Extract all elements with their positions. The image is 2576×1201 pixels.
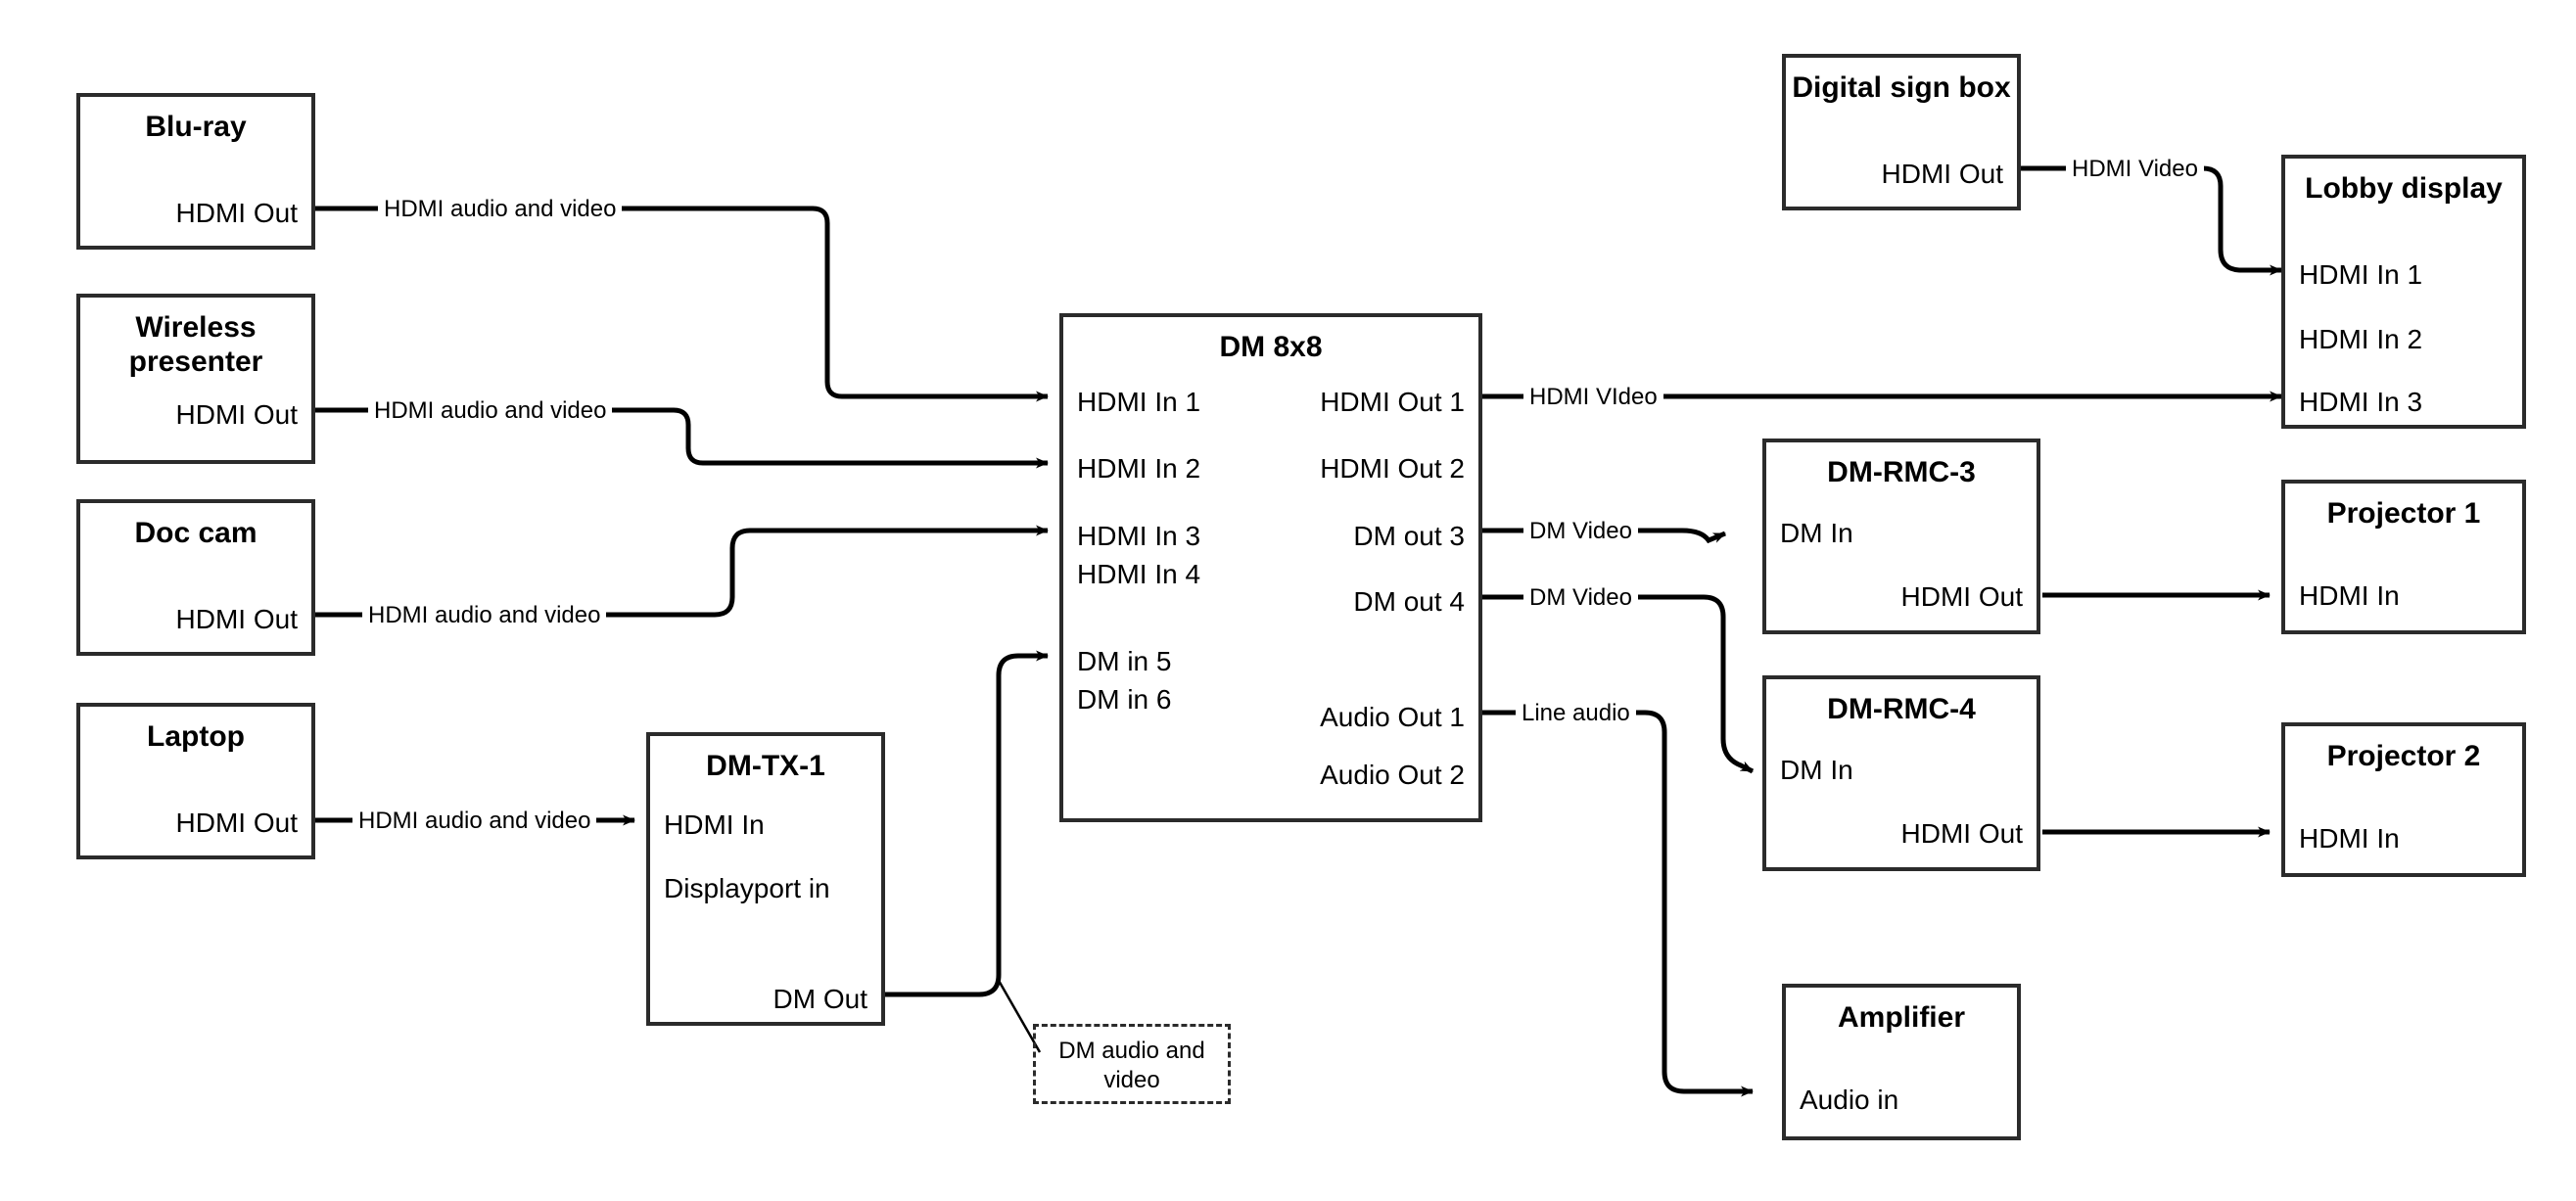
node-digital-sign-box-title: Digital sign box [1792, 71, 2011, 104]
port-bluray-hdmi-out: HDMI Out [175, 198, 298, 228]
node-lobby-display-title: Lobby display [2305, 172, 2503, 205]
note-dm-audio-and-video-text: DM audio and video [1058, 1038, 1205, 1093]
node-bluray-title: Blu-ray [145, 111, 247, 143]
port-dmtx1-dm-out: DM Out [773, 984, 867, 1014]
port-wireless-hdmi-out: HDMI Out [175, 399, 298, 430]
port-lobby-hdmi-in-2: HDMI In 2 [2299, 324, 2423, 354]
port-amplifier-audio-in: Audio in [1800, 1085, 1899, 1115]
node-dm-tx-1-title: DM-TX-1 [706, 750, 825, 782]
port-signbox-hdmi-out: HDMI Out [1881, 159, 2003, 189]
port-laptop-hdmi-out: HDMI Out [175, 808, 298, 838]
port-dm8x8-audio-out-2: Audio Out 2 [1320, 760, 1465, 790]
port-dm8x8-audio-out-1: Audio Out 1 [1320, 702, 1465, 732]
wire-label-dm-out-4: DM Video [1523, 585, 1638, 611]
port-rmc3-dm-in: DM In [1780, 518, 1853, 548]
node-dm-8x8-title: DM 8x8 [1219, 331, 1323, 363]
node-digital-sign-box[interactable]: Digital sign box HDMI Out [1782, 54, 2021, 210]
wire-audio-out-1-to-amplifier [1482, 710, 1754, 1097]
node-dm-rmc-4-title: DM-RMC-4 [1827, 693, 1976, 725]
node-wireless-presenter-title: Wireless presenter [128, 311, 263, 378]
port-dm8x8-dm-in-6: DM in 6 [1077, 684, 1172, 715]
node-bluray[interactable]: Blu-ray HDMI Out [76, 93, 315, 250]
node-amplifier[interactable]: Amplifier Audio in [1782, 984, 2021, 1140]
port-doccam-hdmi-out: HDMI Out [175, 604, 298, 634]
node-projector-2[interactable]: Projector 2 HDMI In [2281, 722, 2526, 877]
node-doc-cam-title: Doc cam [134, 517, 258, 549]
port-dmtx1-hdmi-in: HDMI In [664, 809, 765, 840]
port-dm8x8-dm-in-5: DM in 5 [1077, 646, 1172, 676]
node-dm-8x8[interactable]: DM 8x8 HDMI In 1 HDMI In 2 HDMI In 3 HDM… [1059, 313, 1482, 822]
port-dm8x8-dm-out-3: DM out 3 [1353, 521, 1465, 551]
port-dm8x8-hdmi-out-1: HDMI Out 1 [1320, 387, 1465, 417]
wire-dmtx1-to-dm-in-5 [885, 650, 1049, 997]
node-amplifier-title: Amplifier [1837, 1001, 1966, 1034]
port-lobby-hdmi-in-1: HDMI In 1 [2299, 259, 2423, 290]
port-projector-2-hdmi-in: HDMI In [2299, 823, 2400, 854]
port-lobby-hdmi-in-3: HDMI In 3 [2299, 387, 2423, 417]
wire-bluray-to-hdmi-in-1 [315, 206, 1049, 402]
node-dm-rmc-3[interactable]: DM-RMC-3 DM In HDMI Out [1762, 439, 2040, 634]
wire-signbox-to-lobby-hdmi-in-1 [2021, 165, 2282, 276]
node-doc-cam[interactable]: Doc cam HDMI Out [76, 499, 315, 656]
node-laptop-title: Laptop [147, 720, 245, 753]
node-projector-2-title: Projector 2 [2326, 740, 2481, 772]
wire-label-laptop: HDMI audio and video [352, 808, 597, 834]
wire-label-wireless: HDMI audio and video [368, 398, 613, 424]
port-dm8x8-hdmi-in-1: HDMI In 1 [1077, 387, 1201, 417]
node-wireless-presenter[interactable]: Wireless presenter HDMI Out [76, 294, 315, 464]
port-dm8x8-hdmi-in-2: HDMI In 2 [1077, 453, 1201, 484]
note-dm-audio-and-video: DM audio and video [1033, 1024, 1231, 1104]
port-dm8x8-dm-out-4: DM out 4 [1353, 586, 1465, 617]
node-dm-tx-1[interactable]: DM-TX-1 HDMI In Displayport in DM Out [646, 732, 885, 1026]
node-lobby-display[interactable]: Lobby display HDMI In 1 HDMI In 2 HDMI I… [2281, 155, 2526, 429]
node-dm-rmc-4[interactable]: DM-RMC-4 DM In HDMI Out [1762, 675, 2040, 871]
node-projector-1-title: Projector 1 [2326, 497, 2481, 530]
port-rmc4-hdmi-out: HDMI Out [1900, 818, 2023, 849]
port-dm8x8-hdmi-in-4: HDMI In 4 [1077, 559, 1201, 589]
port-projector-1-hdmi-in: HDMI In [2299, 580, 2400, 611]
port-rmc4-dm-in: DM In [1780, 755, 1853, 785]
wire-label-doccam: HDMI audio and video [362, 603, 607, 628]
node-laptop[interactable]: Laptop HDMI Out [76, 703, 315, 859]
wire-label-audio-out-1: Line audio [1516, 701, 1636, 726]
node-projector-1[interactable]: Projector 1 HDMI In [2281, 480, 2526, 634]
wire-dm-out-4-to-rmc4 [1482, 594, 1755, 774]
wire-label-hdmi-out-1: HDMI VIdeo [1523, 385, 1663, 410]
port-rmc3-hdmi-out: HDMI Out [1900, 581, 2023, 612]
wire-label-bluray: HDMI audio and video [378, 197, 623, 222]
node-dm-rmc-3-title: DM-RMC-3 [1827, 456, 1976, 488]
port-dm8x8-hdmi-out-2: HDMI Out 2 [1320, 453, 1465, 484]
wire-label-dm-out-3: DM Video [1523, 519, 1638, 544]
port-dm8x8-hdmi-in-3: HDMI In 3 [1077, 521, 1201, 551]
wire-label-signbox: HDMI Video [2066, 157, 2204, 182]
port-dmtx1-displayport-in: Displayport in [664, 873, 830, 903]
